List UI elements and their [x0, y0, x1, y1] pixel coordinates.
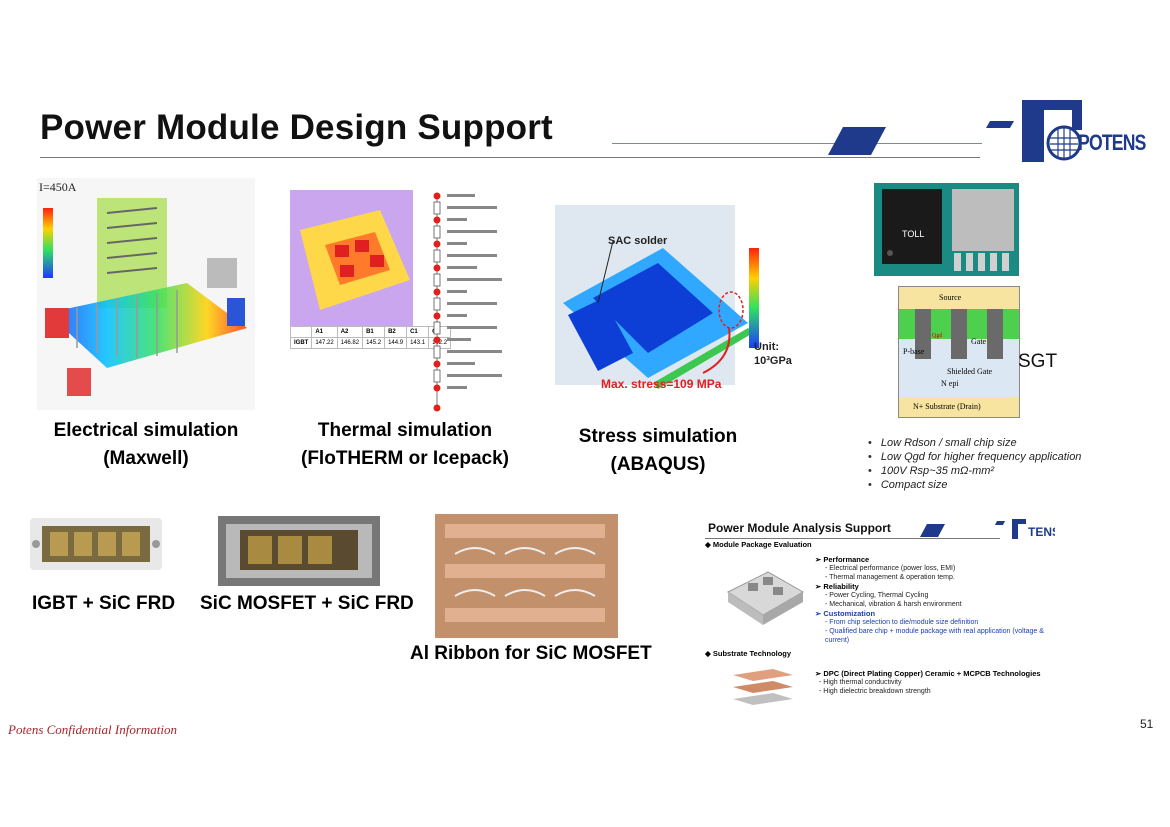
igbt-module-image — [30, 518, 162, 570]
stress-caption-line2: (ABAQUS) — [610, 454, 706, 475]
sgt-bullet: Low Rdson / small chip size — [868, 436, 1081, 450]
analysis-title: Power Module Analysis Support — [708, 521, 891, 535]
electrical-caption-line1: Electrical simulation — [53, 420, 239, 441]
thermal-caption: Thermal simulation (FloTHERM or Icepack) — [295, 417, 515, 473]
confidential-footer: Potens Confidential Information — [8, 722, 177, 737]
thermal-caption-line1: Thermal simulation — [317, 420, 493, 441]
table-cell: 147.22 — [311, 337, 338, 349]
page-title: Power Module Design Support — [40, 108, 553, 147]
stress-caption-line1: Stress simulation — [578, 426, 738, 447]
logo-text: POTENS — [1078, 130, 1146, 155]
al-ribbon-image — [435, 514, 618, 638]
stress-simulation-image: SAC solder Unit: 10³GPa Max. stress=109 … — [553, 203, 803, 409]
current-label: I=450A — [39, 180, 77, 194]
table-header-cell: A1 — [311, 326, 338, 338]
electrical-simulation-image: I=450A — [37, 178, 255, 410]
table-cell: 146.82 — [336, 337, 364, 349]
section-module-package: ◆ Module Package Evaluation — [705, 540, 812, 549]
toll-package-image: TOLL — [874, 183, 1019, 276]
source-label: Source — [939, 293, 962, 302]
nepi-label: N epi — [941, 379, 959, 388]
analysis-details: ➢ Performance - Electrical performance (… — [815, 555, 1055, 645]
thermal-caption-line2: (FloTHERM or Icepack) — [301, 448, 509, 469]
table-cell: 145.2 — [362, 337, 386, 349]
sic-mosfet-label: SiC MOSFET + SiC FRD — [200, 593, 414, 614]
dpc-item: - High thermal conductivity — [819, 679, 902, 686]
rel-item: - Mechanical, vibration & harsh environm… — [825, 601, 962, 608]
reliability-label: Reliability — [823, 582, 859, 591]
table-header-cell: B1 — [362, 326, 386, 338]
electrical-caption-line2: (Maxwell) — [103, 448, 189, 469]
mini-deco: TENS — [920, 519, 1055, 539]
potens-logo: POTENS — [1020, 98, 1150, 166]
electrical-caption: Electrical simulation (Maxwell) — [40, 417, 252, 473]
section1-label: Module Package Evaluation — [712, 540, 812, 549]
stress-caption: Stress simulation (ABAQUS) — [563, 423, 753, 479]
table-cell: 144.9 — [384, 337, 408, 349]
section-substrate: ◆ Substrate Technology — [705, 649, 792, 658]
customization-label: Customization — [823, 609, 876, 618]
sgt-bullet: Low Qgd for higher frequency application — [868, 450, 1082, 464]
module-package-illustration — [726, 571, 805, 625]
gate-label: Gate — [971, 337, 987, 346]
substrate-label: N+ Substrate (Drain) — [913, 402, 981, 411]
sgt-bullet: Compact size — [868, 478, 1081, 492]
table-header-cell: A2 — [336, 326, 364, 338]
thermal-simulation-image — [290, 190, 413, 330]
shielded-gate-label: Shielded Gate — [947, 367, 993, 376]
sgt-cross-section: Source Gate Qgd P-base Shielded Gate N e… — [898, 286, 1020, 418]
sgt-bullet: 100V Rsp~35 mΩ-mm² — [868, 464, 1081, 478]
cust-item: - Qualified bare chip + module package w… — [825, 628, 1044, 644]
performance-label: Performance — [823, 555, 870, 564]
page-number: 51 — [1140, 717, 1154, 731]
sgt-bullet-list: Low Rdson / small chip size Low Qgd for … — [868, 436, 1082, 492]
thermal-resistance-chain — [433, 192, 502, 412]
unit-value: 10³GPa — [754, 355, 792, 367]
solder-label: SAC solder — [608, 235, 668, 247]
table-corner-cell — [289, 326, 313, 338]
table-row-label: IGBT — [289, 337, 313, 349]
perf-item: - Electrical performance (power loss, EM… — [825, 565, 956, 572]
perf-item: - Thermal management & operation temp. — [825, 574, 955, 581]
rel-item: - Power Cycling, Thermal Cycling — [825, 592, 929, 599]
substrate-illustration — [733, 669, 793, 705]
dpc-item: - High dielectric breakdown strength — [819, 688, 931, 695]
substrate-details: ➢ DPC (Direct Plating Copper) Ceramic + … — [815, 669, 1041, 695]
cust-item: - From chip selection to die/module size… — [825, 619, 979, 626]
pbase-label: P-base — [903, 347, 925, 356]
title-deco-shapes — [828, 121, 1014, 155]
dpc-label: DPC (Direct Plating Copper) Ceramic + MC… — [823, 669, 1041, 678]
igbt-label: IGBT + SiC FRD — [32, 593, 176, 614]
title-underline — [40, 157, 980, 158]
qgd-label: Qgd — [932, 333, 943, 339]
section2-label: Substrate Technology — [712, 649, 792, 658]
sic-mosfet-module-image — [218, 516, 380, 586]
table-header-cell: B2 — [384, 326, 408, 338]
sgt-label: SGT — [1018, 351, 1058, 372]
max-stress-label: Max. stress=109 MPa — [601, 377, 722, 391]
unit-label: Unit: — [754, 341, 780, 353]
ribbon-label: Al Ribbon for SiC MOSFET — [410, 643, 652, 664]
toll-label: TOLL — [902, 229, 925, 239]
svg-text:TENS: TENS — [1028, 525, 1055, 539]
title-deco-line — [612, 143, 982, 144]
analysis-support-thumbnail: Power Module Analysis Support TENS ◆ Mod… — [705, 515, 1055, 705]
